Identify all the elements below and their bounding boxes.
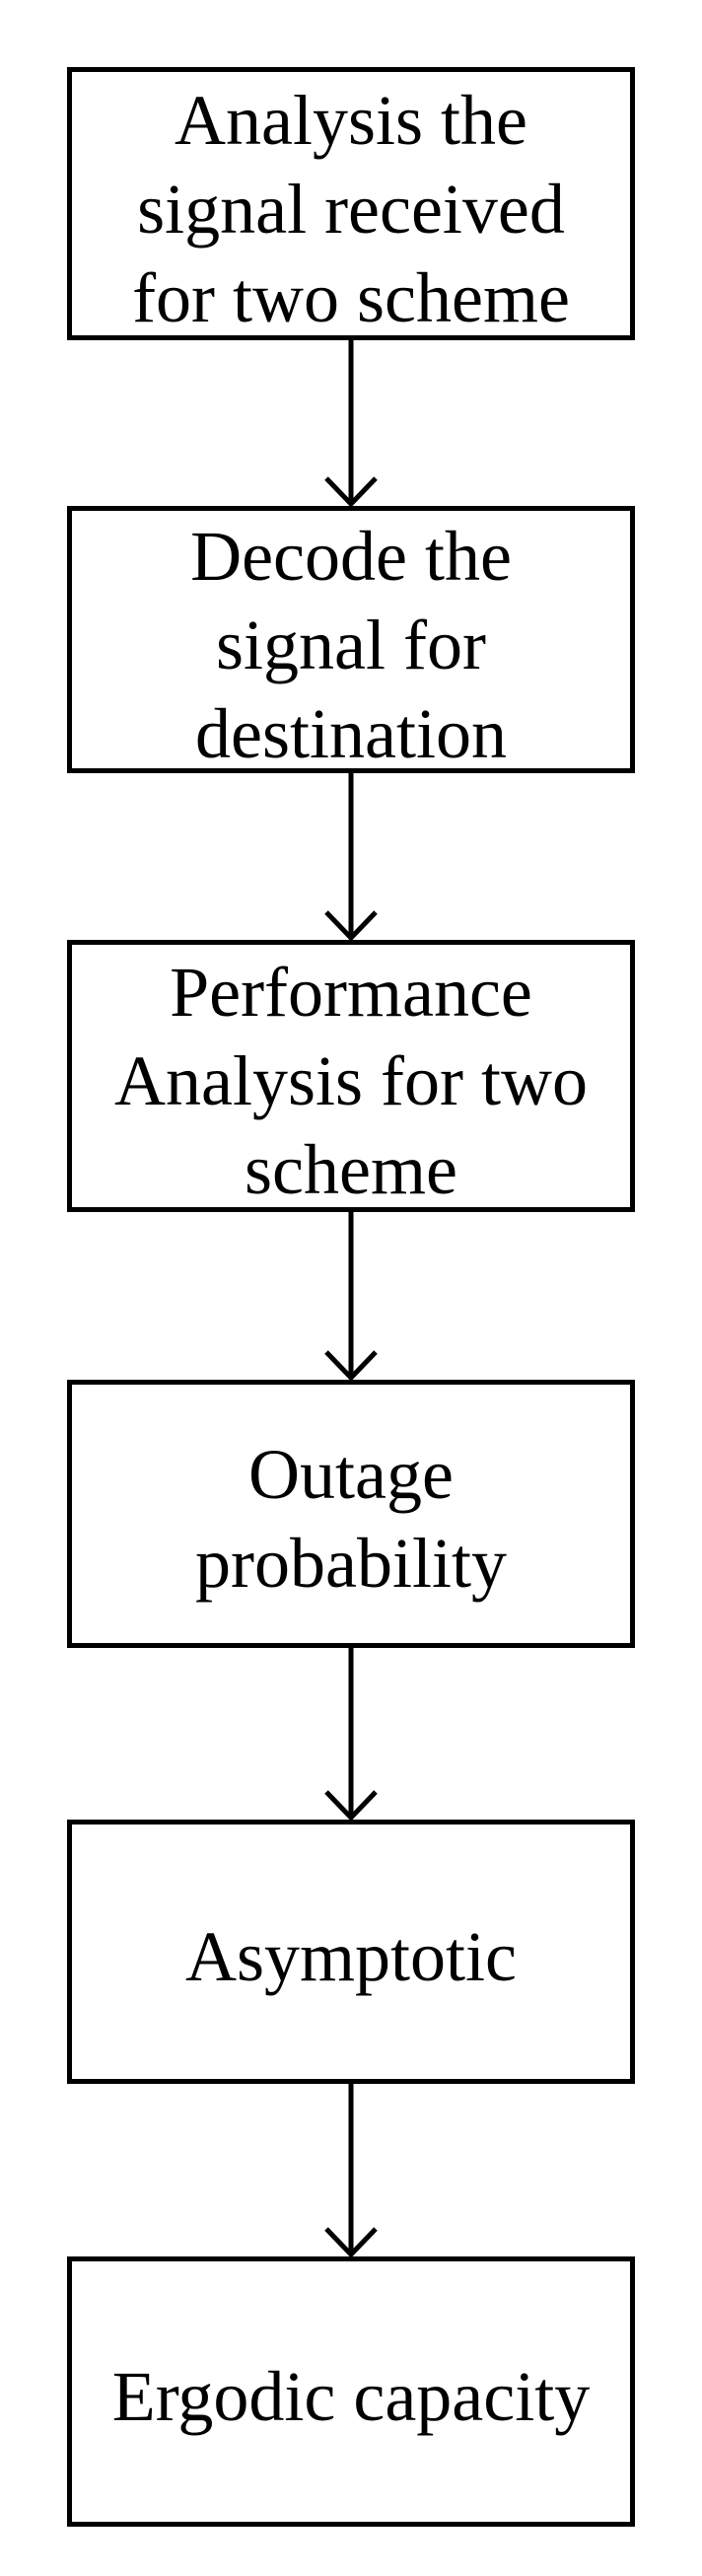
arrow-down-icon xyxy=(324,2084,378,2256)
flow-box-analyze-received-signal: Analysis the signal received for two sch… xyxy=(67,67,635,340)
flow-box-label: Decode the signal for destination xyxy=(190,516,512,773)
arrow-down-icon xyxy=(324,1212,378,1380)
flow-connector xyxy=(321,1648,381,1820)
flow-box-performance-analysis: Performance Analysis for two scheme xyxy=(67,940,635,1212)
flow-box-outage-probability: Outage probability xyxy=(67,1380,635,1648)
flow-box-label: Analysis the signal received for two sch… xyxy=(132,80,570,337)
flow-box-decode-signal: Decode the signal for destination xyxy=(67,506,635,773)
flow-box-ergodic-capacity: Ergodic capacity xyxy=(67,2256,635,2527)
flow-box-label: Asymptotic xyxy=(185,1917,517,1996)
flow-connector xyxy=(321,340,381,506)
flow-box-label: Ergodic capacity xyxy=(111,2357,591,2436)
flow-box-label: Performance Analysis for two scheme xyxy=(114,953,588,1209)
flow-box-label: Outage probability xyxy=(195,1435,507,1603)
flow-connector xyxy=(321,1212,381,1380)
flow-connector xyxy=(321,2084,381,2256)
flow-box-asymptotic: Asymptotic xyxy=(67,1820,635,2084)
arrow-down-icon xyxy=(324,340,378,506)
arrow-down-icon xyxy=(324,773,378,940)
arrow-down-icon xyxy=(324,1648,378,1820)
flow-connector xyxy=(321,773,381,940)
